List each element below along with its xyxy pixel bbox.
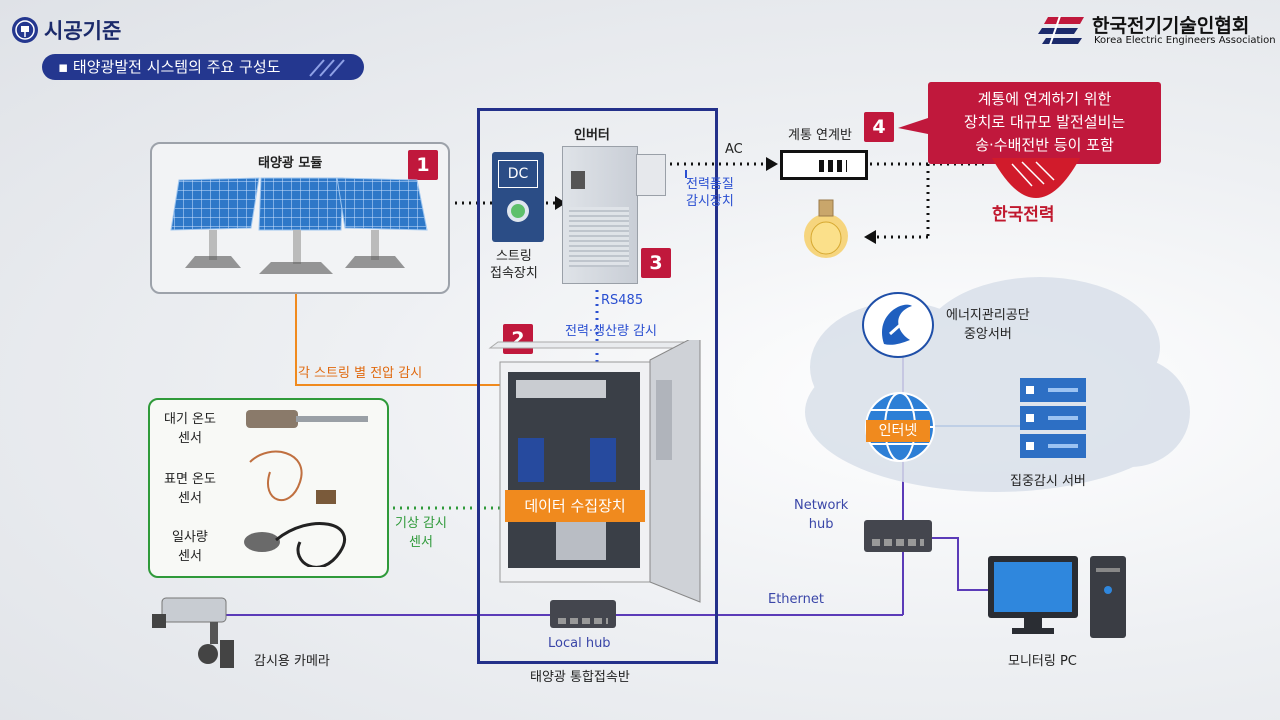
lamp-arrow [864, 230, 876, 244]
grid-callout: 계통에 연계하기 위한 장치로 대규모 발전설비는 송·수배전반 등이 포함 [928, 82, 1161, 164]
grid-panel-icon [780, 150, 868, 180]
solar-panels-icon [170, 177, 428, 274]
ethernet-label: Ethernet [768, 592, 824, 607]
sensor-label-air: 대기 온도 센서 [164, 412, 216, 446]
monitoring-pc-label: 모니터링 PC [1008, 654, 1077, 669]
local-hub-icon [550, 600, 616, 628]
energy-agency-logo-icon [862, 292, 934, 358]
org-name-en: Korea Electric Engineers Association [1094, 35, 1276, 46]
kepco-logo-icon [992, 158, 1080, 200]
production-monitor-label: 전력·생산량 감시 [565, 324, 657, 339]
integrated-panel-label: 태양광 통합접속반 [530, 670, 630, 685]
lightbulb-icon [804, 199, 848, 258]
network-hub-icon [864, 520, 932, 552]
weather-sensor-label: 기상 감시 센서 [395, 516, 447, 550]
callout-pointer [898, 118, 928, 134]
energy-agency-label: 에너지관리공단 중앙서버 [946, 308, 1030, 342]
kepco-label: 한국전력 [992, 205, 1055, 225]
badge-3: 3 [641, 248, 671, 278]
inverter-icon [562, 146, 638, 284]
badge-4: 4 [864, 112, 894, 142]
section-subtitle: ▪ 태양광발전 시스템의 주요 구성도 [42, 54, 364, 80]
sensor-label-irradiance: 일사량 센서 [172, 530, 208, 564]
power-quality-label: 전력품질 감시장치 [686, 177, 734, 209]
solar-module-label: 태양광 모듈 [258, 156, 323, 171]
internet-label: 인터넷 [866, 420, 930, 442]
kea-logo-icon [1038, 15, 1084, 46]
monitoring-pc-icon [988, 556, 1126, 638]
dc-arrow [555, 196, 566, 210]
camera-icon [152, 597, 234, 668]
ac-arrow [766, 157, 778, 171]
ac-label: AC [725, 142, 743, 157]
rs485-label: RS485 [601, 293, 644, 308]
network-hub-label: Network hub [794, 498, 849, 532]
callout-text: 계통에 연계하기 위한 장치로 대규모 발전설비는 송·수배전반 등이 포함 [963, 90, 1126, 154]
string-box-label: 스트링 접속장치 [490, 249, 538, 281]
power-quality-device-icon [636, 154, 666, 196]
data-collector-label: 데이터 수집장치 [505, 490, 645, 522]
grid-panel-label: 계통 연계반 [788, 128, 852, 143]
stripes-decor-icon [309, 59, 345, 77]
string-voltage-label: 각 스트링 별 전압 감시 [298, 366, 423, 381]
integrated-panel-box [477, 108, 718, 664]
badge-1: 1 [408, 150, 438, 180]
inverter-label: 인버터 [574, 128, 610, 143]
plug-icon [12, 17, 38, 43]
sensor-label-surface: 표면 온도 센서 [164, 472, 216, 506]
dc-text: DC [498, 160, 538, 188]
cabinet-icon [488, 340, 701, 603]
local-hub-label: Local hub [548, 636, 611, 651]
monitor-server-label: 집중감시 서버 [1010, 474, 1086, 489]
org-name: 한국전기기술인협회 [1092, 15, 1250, 37]
page-title: 시공기준 [44, 19, 122, 43]
sensor-devices-icon [244, 410, 368, 567]
server-icon [1020, 378, 1086, 458]
camera-label: 감시용 카메라 [254, 654, 330, 669]
string-box-icon: DC [492, 152, 544, 242]
